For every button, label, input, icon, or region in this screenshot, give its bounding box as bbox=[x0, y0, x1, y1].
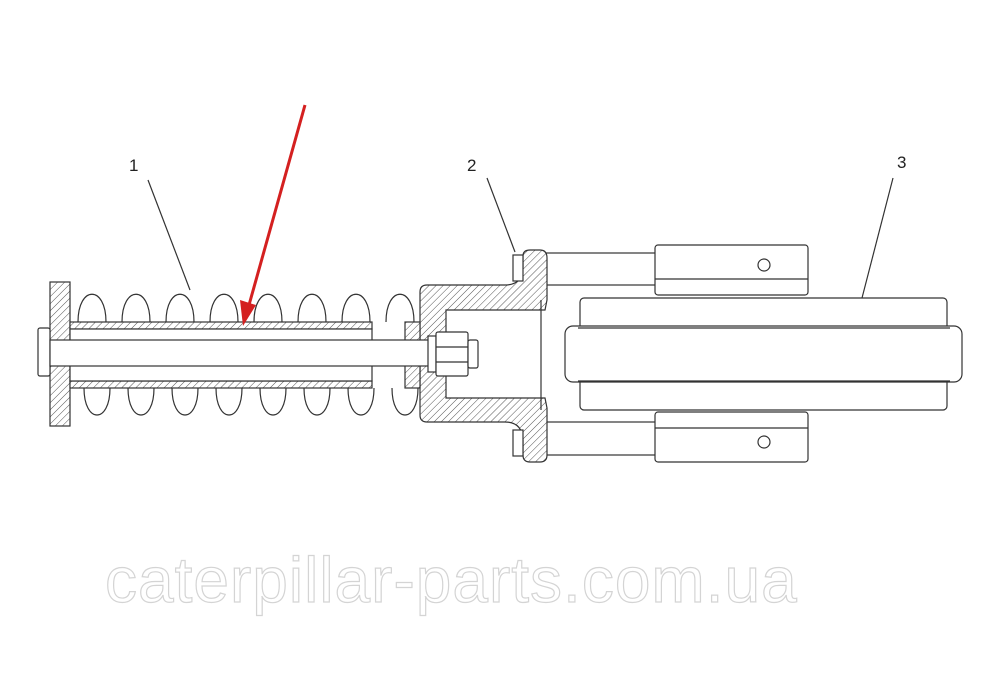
callout-2: 2 bbox=[467, 156, 476, 175]
spring-coil-bottom bbox=[347, 387, 375, 416]
spring-coil-bottom bbox=[215, 387, 243, 416]
rod-assembly bbox=[37, 281, 479, 427]
callout-3: 3 bbox=[897, 153, 906, 172]
nut-icon bbox=[435, 331, 469, 377]
spring-coil-top bbox=[77, 293, 107, 323]
spring-coil-top bbox=[165, 293, 195, 323]
spring-coil-top bbox=[209, 293, 239, 323]
callout-1: 1 bbox=[129, 156, 138, 175]
leader-line-2 bbox=[486, 177, 516, 253]
spring-coil-bottom bbox=[391, 387, 419, 416]
spring-coil-bottom bbox=[171, 387, 199, 416]
spring-coil-top bbox=[121, 293, 151, 323]
bolt-icon bbox=[512, 429, 524, 457]
spring-coil-bottom bbox=[259, 387, 287, 416]
bearing-blocks bbox=[544, 244, 809, 463]
bolt-head bbox=[37, 327, 51, 377]
spring-coil-top bbox=[341, 293, 371, 323]
watermark: caterpillar-parts.com.ua bbox=[105, 544, 798, 616]
leader-line-1 bbox=[147, 179, 191, 291]
idler-roller bbox=[564, 297, 963, 411]
spring-coil-top bbox=[385, 293, 415, 323]
spring-coil-top bbox=[297, 293, 327, 323]
hole-icon bbox=[757, 258, 771, 272]
housing bbox=[419, 249, 548, 463]
leader-line-3 bbox=[861, 177, 894, 299]
spring-coil-top bbox=[253, 293, 283, 323]
spring-coil-bottom bbox=[127, 387, 155, 416]
bolt-icon bbox=[512, 254, 524, 282]
spring-coil-bottom bbox=[83, 387, 111, 416]
spring-coil-bottom bbox=[303, 387, 331, 416]
spring bbox=[77, 293, 419, 416]
red-arrow-icon bbox=[240, 104, 307, 326]
hole-icon bbox=[757, 435, 771, 449]
